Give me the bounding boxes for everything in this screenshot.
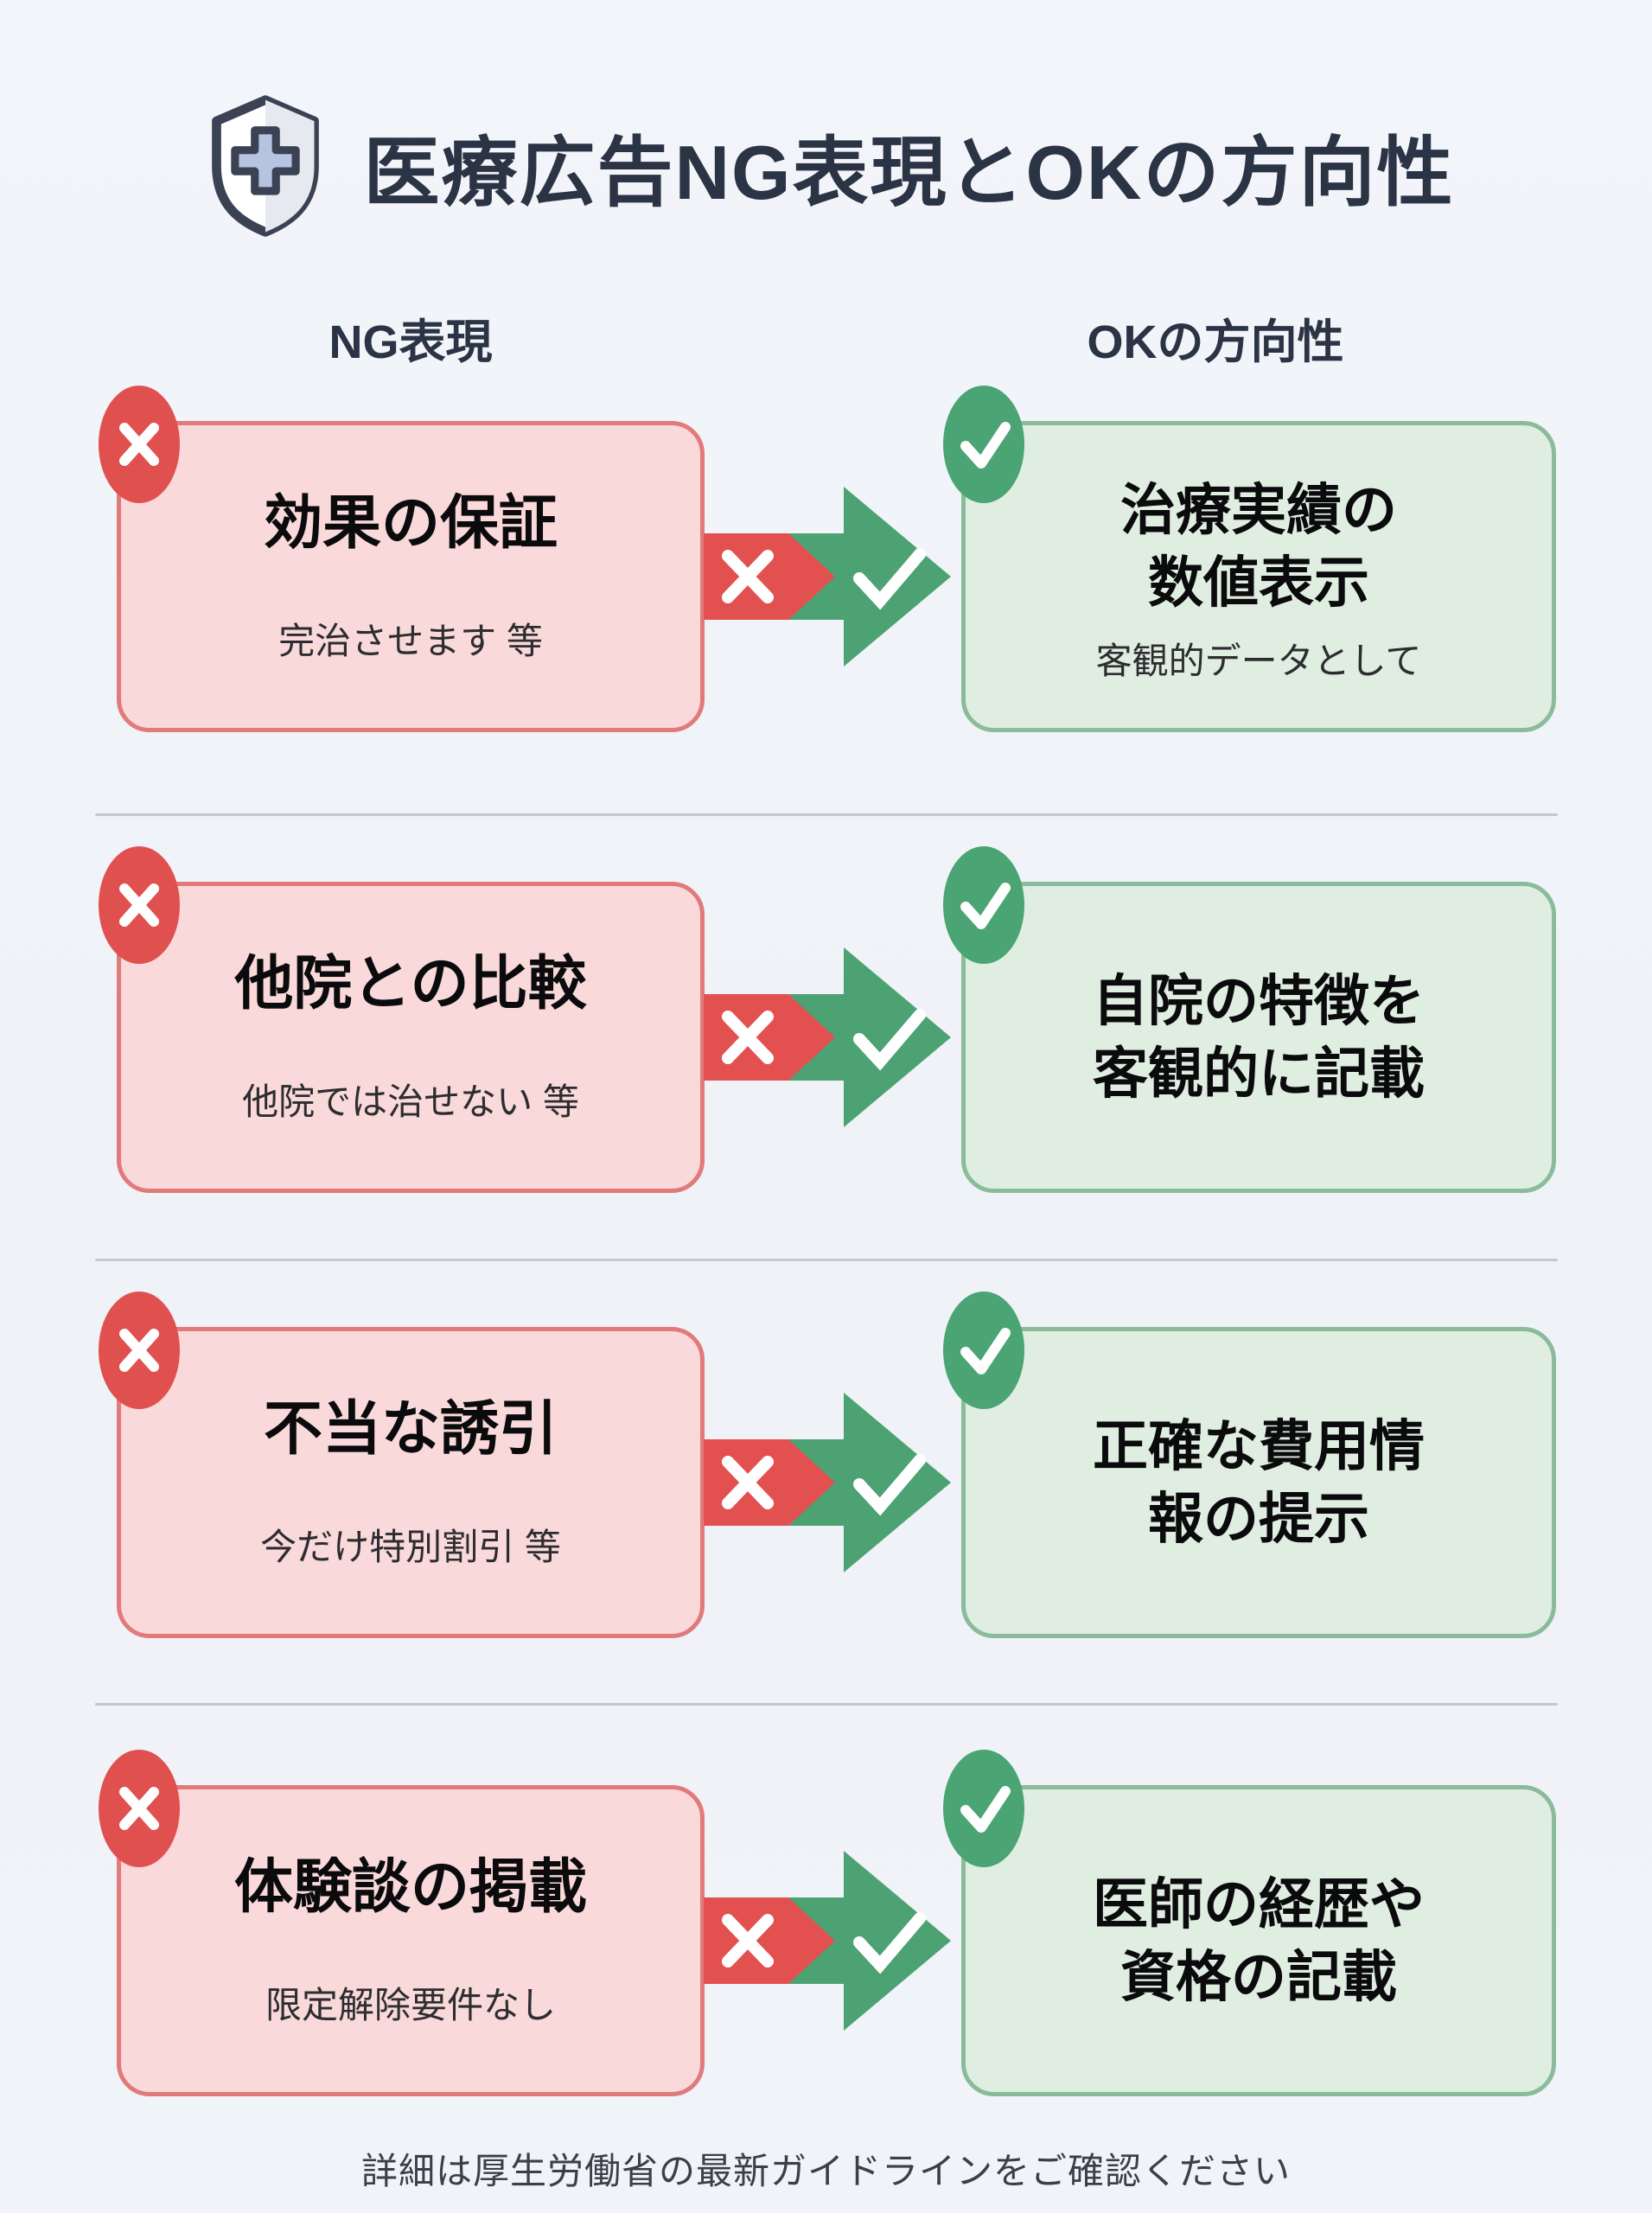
check-mark-icon	[943, 386, 1024, 503]
footer-note: 詳細は厚生労働省の最新ガイドラインをご確認ください	[360, 2151, 1291, 2191]
ok-card-title: 正確な費用情 報の提示	[1093, 1414, 1425, 1550]
row-improper-inducement: 不当な誘引 今だけ特別割引 等 正確な費用情 報の提示	[0, 1291, 1652, 1638]
row-divider	[95, 1259, 1558, 1261]
ng-card-subtitle: 今だけ特別割引 等	[260, 1527, 561, 1567]
x-mark-icon	[99, 386, 180, 503]
page-title: 医療広告NG表現とOKの方向性	[363, 129, 1455, 215]
ng-card: 効果の保証 完治させます 等	[99, 386, 705, 732]
ng-card-title: 他院との比較	[234, 951, 587, 1017]
x-to-check-arrow-icon	[702, 482, 954, 672]
ok-card-title: 自院の特徴を 客観的に記載	[1093, 969, 1425, 1105]
row-divider	[95, 1703, 1558, 1706]
ok-card: 正確な費用情 報の提示	[943, 1291, 1556, 1638]
x-mark-icon	[99, 846, 180, 964]
ng-card-subtitle: 限定解除要件なし	[265, 1985, 556, 2025]
x-to-check-arrow-icon	[702, 1846, 954, 2036]
page-header: 医療広告NG表現とOKの方向性	[0, 93, 1652, 239]
row-effect-guarantee: 効果の保証 完治させます 等 治療実績の 数値表示 客観的データとして	[0, 386, 1652, 732]
ng-card-title: 体験談の掲載	[233, 1854, 587, 1920]
check-mark-icon	[943, 846, 1024, 964]
ng-card-subtitle: 他院では治せない 等	[242, 1081, 579, 1122]
column-header-ok: OKの方向性	[1087, 316, 1344, 368]
ok-card: 医師の経歴や 資格の記載	[943, 1750, 1556, 2096]
ok-card-title: 医師の経歴や 資格の記載	[1093, 1872, 1425, 2008]
medical-shield-icon	[197, 93, 334, 239]
x-to-check-arrow-icon	[702, 1387, 954, 1578]
ng-card-title: 不当な誘引	[263, 1396, 558, 1462]
column-header-ng: NG表現	[328, 316, 493, 368]
ok-card-title: 治療実績の 数値表示	[1120, 478, 1397, 614]
x-to-check-arrow-icon	[702, 942, 954, 1132]
check-mark-icon	[943, 1291, 1024, 1409]
ng-card: 体験談の掲載 限定解除要件なし	[99, 1750, 705, 2096]
ok-card: 自院の特徴を 客観的に記載	[943, 846, 1556, 1193]
ng-card-subtitle: 完治させます 等	[278, 621, 543, 661]
ok-card: 治療実績の 数値表示 客観的データとして	[943, 386, 1556, 732]
ng-card: 不当な誘引 今だけ特別割引 等	[99, 1291, 705, 1638]
x-mark-icon	[99, 1750, 180, 1867]
ng-card: 他院との比較 他院では治せない 等	[99, 846, 705, 1193]
ng-card-title: 効果の保証	[263, 490, 558, 556]
row-divider	[95, 813, 1558, 816]
row-testimonials: 体験談の掲載 限定解除要件なし 医師の経歴や 資格の記載	[0, 1750, 1652, 2096]
x-mark-icon	[99, 1291, 180, 1409]
row-comparison: 他院との比較 他院では治せない 等 自院の特徴を 客観的に記載	[0, 846, 1652, 1193]
ok-card-subtitle: 客観的データとして	[1095, 641, 1422, 682]
check-mark-icon	[943, 1750, 1024, 1867]
